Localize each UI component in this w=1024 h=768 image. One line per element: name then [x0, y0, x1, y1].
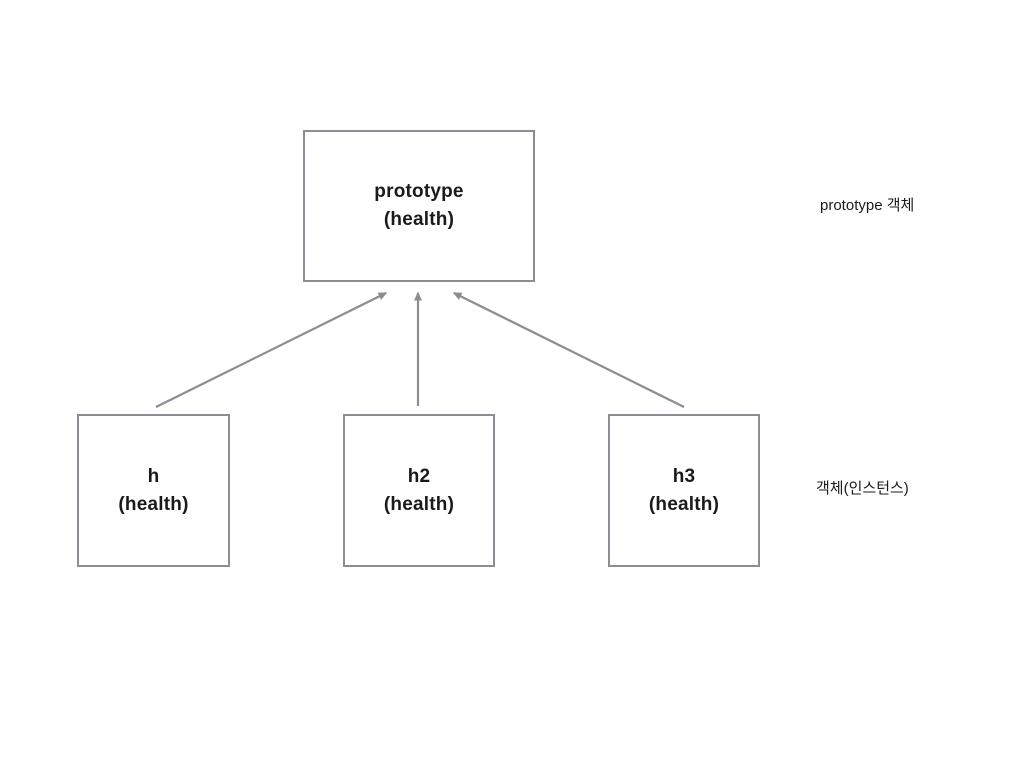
- node-h: h (health): [77, 414, 230, 567]
- node-prototype-name: prototype: [374, 181, 464, 202]
- annotation-instance-objects: 객체(인스턴스): [816, 480, 909, 497]
- node-h3-property: (health): [648, 493, 720, 515]
- node-h3-name: h3: [672, 465, 696, 487]
- node-h3: h3 (health): [608, 414, 760, 567]
- node-h-name: h: [147, 465, 160, 487]
- annotation-prototype-object: prototype 객체: [820, 197, 915, 214]
- arrow-h-to-prototype: [155, 292, 388, 408]
- node-prototype-property: (health): [383, 209, 455, 230]
- node-h-property: (health): [118, 493, 189, 515]
- node-h2-property: (health): [383, 493, 455, 515]
- arrow-h3-to-prototype: [452, 292, 685, 408]
- node-prototype: prototype (health): [303, 130, 535, 282]
- node-h2-name: h2: [407, 465, 431, 487]
- node-h2: h2 (health): [343, 414, 495, 567]
